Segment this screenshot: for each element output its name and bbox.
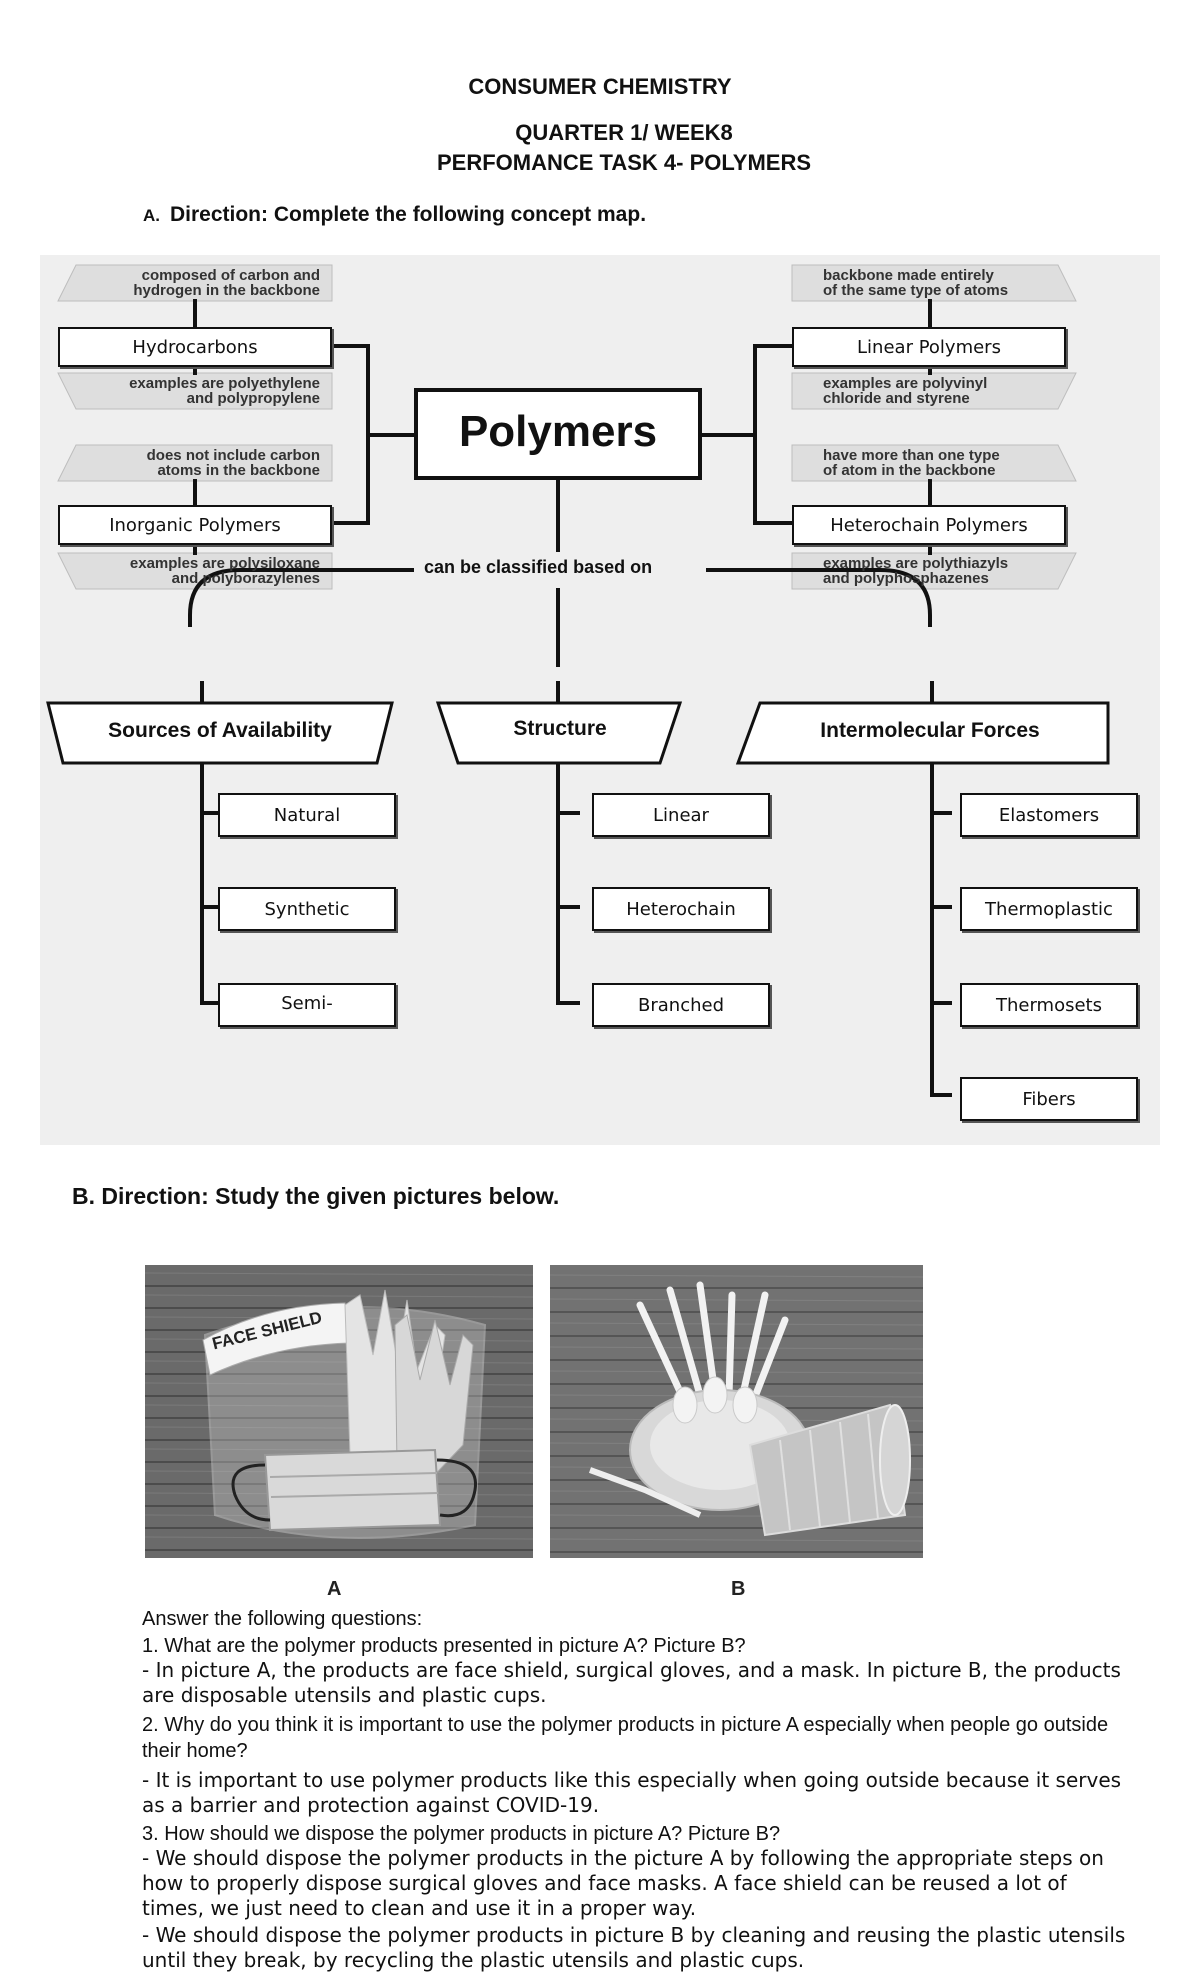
polymers-title: Polymers [458,407,658,456]
picture-a-ppe: FACE SHIELD [145,1265,533,1558]
category-shape-structure [435,701,683,765]
note-line: of atom in the backbone [823,462,996,479]
note-line: and polypropylene [186,390,320,407]
answer-1: - In picture A, the products are face sh… [142,1658,1121,1707]
note-line: examples are polyvinyl [823,375,988,392]
answer-box-heterochain-polymers[interactable]: Heterochain Polymers [792,505,1066,545]
answer-box-thermoplastic[interactable]: Thermoplastic [960,887,1138,931]
note-line: composed of carbon and [141,267,320,284]
note-line: chloride and styrene [823,390,970,407]
answer-box-semi-synthetic[interactable]: Semi- [218,983,396,1027]
concept-map: Polymers can be classified based on comp… [40,255,1160,1145]
section-a-letter: A. [143,206,160,225]
note-tab-heterochain-below [791,552,1077,590]
category-intermolecular-forces: Intermolecular Forces [820,719,1040,742]
picture-b-label: B [731,1578,746,1600]
note-line: does not include carbon [146,447,320,464]
polymers-box-border [414,388,702,480]
category-shape-sources [46,701,394,765]
answer-box-branched[interactable]: Branched [592,983,770,1027]
section-a-direction: A. Direction: Complete the following conc… [143,203,646,227]
picture-a-illustration [145,1265,533,1558]
note-line: examples are polysiloxane [129,555,320,572]
note-tab-linear-above [791,264,1077,302]
answer-box-linear[interactable]: Linear [592,793,770,837]
note-line: of the same type of atoms [823,282,1009,299]
answer-box-hydrocarbons[interactable]: Hydrocarbons [58,327,332,367]
answer-box-elastomers[interactable]: Elastomers [960,793,1138,837]
answer-box-fibers[interactable]: Fibers [960,1077,1138,1121]
question-2: 2. Why do you think it is important to u… [142,1714,1109,1762]
subject-heading: CONSUMER CHEMISTRY [468,74,732,99]
note-line: have more than one type [823,447,1000,464]
concept-map-connectors [46,264,1110,1097]
note-line: and polyphosphazenes [823,570,989,587]
answer-3a: - We should dispose the polymer products… [142,1846,1104,1920]
note-line: and polyborazylenes [171,570,320,587]
answer-2: - It is important to use polymer product… [142,1768,1122,1817]
note-line: backbone made entirely [823,267,994,284]
classified-connector-label: can be classified based on [416,557,661,578]
picture-a-label: A [327,1578,342,1600]
note-line: examples are polythiazyls [823,555,1009,572]
task-heading: PERFOMANCE TASK 4- POLYMERS [436,150,812,175]
quarter-heading: QUARTER 1/ WEEK8 [515,120,733,145]
question-3: 3. How should we dispose the polymer pro… [142,1823,781,1845]
note-line: hydrogen in the backbone [133,282,320,299]
questions-intro: Answer the following questions: [142,1608,423,1630]
semi-synthetic-text: Semi- [281,993,333,1014]
picture-b-plastic-utensils [550,1265,923,1558]
answer-box-inorganic-polymers[interactable]: Inorganic Polymers [58,505,332,545]
note-tab-heterochain-above [791,444,1077,482]
category-shape-forces [735,701,1110,765]
question-1: 1. What are the polymer products present… [142,1635,746,1657]
answer-box-linear-polymers[interactable]: Linear Polymers [792,327,1066,367]
note-tab-hydrocarbons-below [57,372,333,410]
category-structure: Structure [513,717,607,740]
note-tab-inorganic-below [57,552,333,590]
answer-box-thermosets[interactable]: Thermosets [960,983,1138,1027]
note-line: atoms in the backbone [157,462,320,479]
note-tab-inorganic-above [57,444,333,482]
category-sources-of-availability: Sources of Availability [108,719,332,742]
note-line: examples are polyethylene [129,375,320,392]
answer-3b: - We should dispose the polymer products… [142,1923,1126,1972]
note-tab-linear-below [791,372,1077,410]
note-tab-hydrocarbons-above [57,264,333,302]
answer-box-heterochain[interactable]: Heterochain [592,887,770,931]
section-b-direction: B. Direction: Study the given pictures b… [72,1183,560,1209]
answer-box-synthetic[interactable]: Synthetic [218,887,396,931]
picture-b-illustration [550,1265,923,1558]
section-a-direction-text: Direction: Complete the following concep… [170,203,647,226]
answer-box-natural[interactable]: Natural [218,793,396,837]
